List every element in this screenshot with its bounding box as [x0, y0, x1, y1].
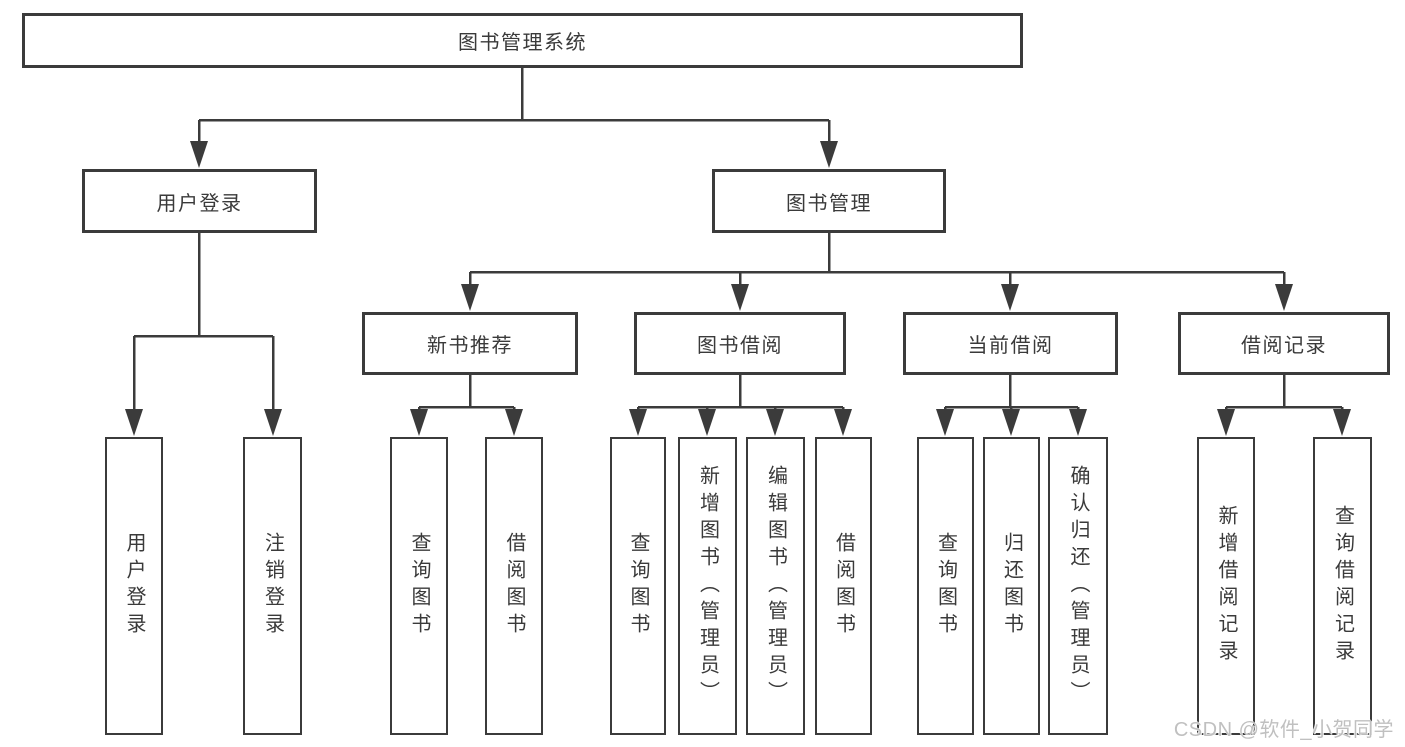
node-new-book-recommend: 新书推荐	[362, 312, 578, 375]
node-book-management: 图书管理	[712, 169, 946, 233]
leaf-edit-books-admin: 编辑图书（管理员）	[746, 437, 805, 735]
node-borrowing-records-label: 借阅记录	[1241, 335, 1327, 357]
leaf-borrowing-query-books: 查询图书	[610, 437, 666, 735]
node-user-login: 用户登录	[82, 169, 317, 233]
node-borrowing-records: 借阅记录	[1178, 312, 1390, 375]
csdn-watermark: CSDN @软件_小贺同学	[1173, 719, 1394, 741]
leaf-current-query-books: 查询图书	[917, 437, 974, 735]
leaf-borrow-books: 借阅图书	[815, 437, 872, 735]
node-new-book-recommend-label: 新书推荐	[427, 335, 513, 357]
node-book-management-label: 图书管理	[786, 192, 872, 215]
node-book-borrowing-label: 图书借阅	[697, 335, 783, 357]
leaf-query-borrow-record: 查询借阅记录	[1313, 437, 1372, 735]
leaf-add-borrow-record: 新增借阅记录	[1197, 437, 1255, 735]
leaf-recommend-query-books: 查询图书	[390, 437, 448, 735]
leaf-return-books: 归还图书	[983, 437, 1040, 735]
leaf-add-books-admin: 新增图书（管理员）	[678, 437, 737, 735]
node-current-borrowing-label: 当前借阅	[967, 335, 1054, 357]
leaf-recommend-borrow-books: 借阅图书	[485, 437, 543, 735]
node-root-label: 图书管理系统	[458, 32, 587, 54]
leaf-user-login: 用户登录	[105, 437, 163, 735]
leaf-logout: 注销登录	[243, 437, 302, 735]
node-book-borrowing: 图书借阅	[634, 312, 846, 375]
arrowheads	[125, 141, 1351, 436]
node-user-login-label: 用户登录	[156, 192, 243, 215]
leaf-confirm-return-admin: 确认归还（管理员）	[1048, 437, 1108, 735]
node-root: 图书管理系统	[22, 13, 1023, 68]
node-current-borrowing: 当前借阅	[903, 312, 1118, 375]
